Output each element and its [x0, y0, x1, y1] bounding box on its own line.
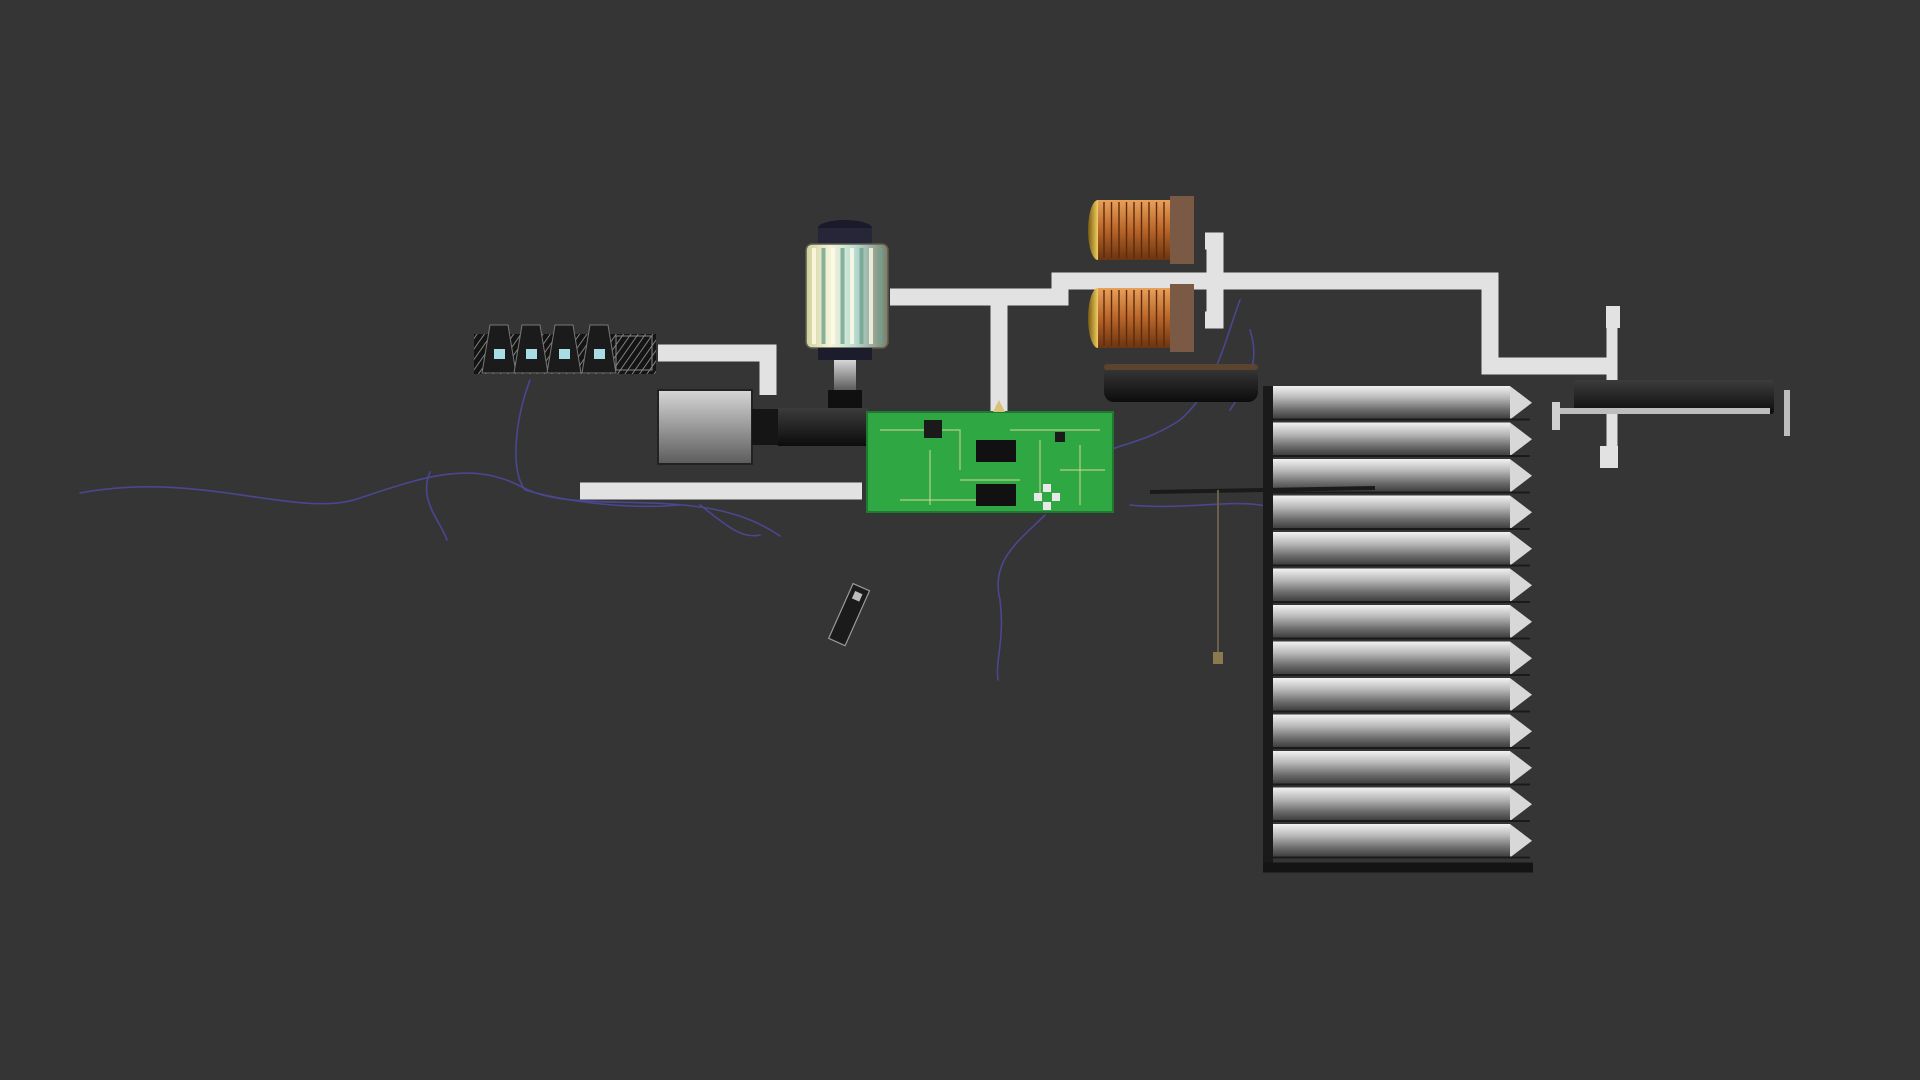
- rotor-assembly: [805, 220, 889, 408]
- rotor-slot: [869, 248, 873, 344]
- pcb-pad: [1043, 502, 1051, 510]
- heatsink-fin: [1270, 422, 1510, 456]
- pcb-connector-pin: [993, 400, 1005, 412]
- rotor-mount: [828, 390, 862, 408]
- signal-wires: [79, 299, 1361, 681]
- heatsink-base: [1263, 862, 1533, 873]
- probe-rod: [1149, 486, 1376, 664]
- clamp-post: [1552, 402, 1560, 430]
- heatsink-fin: [1270, 641, 1510, 675]
- pipe-cap: [1606, 306, 1620, 328]
- connector-led: [526, 349, 537, 359]
- coil-flange: [1170, 284, 1194, 352]
- lower-coil: [1088, 284, 1194, 352]
- rotor-slot: [831, 248, 835, 344]
- pipe-segment: [1215, 272, 1615, 375]
- heatsink-fin: [1270, 751, 1510, 785]
- wire-strand: [425, 471, 448, 541]
- heatsink-fin-tip: [1510, 422, 1532, 456]
- loose-chip: [827, 582, 871, 647]
- pcb-pad: [1043, 484, 1051, 492]
- heatsink-fin-tip: [1510, 386, 1532, 420]
- pcb-pad: [1052, 493, 1060, 501]
- pcb-pad: [1034, 493, 1042, 501]
- connector-block: [474, 324, 656, 374]
- pcb-chip: [976, 484, 1016, 506]
- heatsink-fin-tip: [1510, 714, 1532, 748]
- clamp-body: [1574, 380, 1774, 414]
- battery-body: [1104, 364, 1258, 402]
- heatsink-fin-tip: [1510, 751, 1532, 785]
- heatsink-fin: [1270, 824, 1510, 858]
- probe-shaft: [1149, 486, 1376, 494]
- heatsink-fin-tip: [1510, 678, 1532, 712]
- heatsink-fin-tip: [1510, 459, 1532, 493]
- heatsink-fin-tip: [1510, 641, 1532, 675]
- rotor-slot: [840, 248, 845, 344]
- heatsink-fin-tip: [1510, 824, 1532, 858]
- probe-tip: [1213, 652, 1223, 664]
- pipe-segment: [890, 232, 1224, 306]
- rotor-slot: [821, 248, 826, 344]
- battery-band: [1104, 364, 1258, 370]
- rotor-slot: [859, 248, 864, 344]
- motor-block: [657, 389, 868, 465]
- motor-shaft-collar: [752, 409, 778, 445]
- clamp-rail: [1560, 408, 1770, 414]
- pcb-chip: [976, 440, 1016, 462]
- chip-mark: [851, 591, 863, 602]
- heatsink-fin: [1270, 459, 1510, 493]
- heatsink-fin: [1270, 605, 1510, 639]
- rotor-spindle: [834, 360, 856, 390]
- upper-coil: [1088, 196, 1194, 264]
- connector-end: [615, 335, 653, 371]
- clamp-post: [1784, 390, 1790, 436]
- pcb-trace: [880, 429, 961, 470]
- heatsink-fin-tip: [1510, 495, 1532, 529]
- loose-chip-body: [827, 582, 871, 647]
- motor-shaft: [778, 408, 868, 446]
- wire-strand: [699, 504, 761, 537]
- heatsink-fin: [1270, 568, 1510, 602]
- battery-cylinder: [1104, 364, 1258, 402]
- pcb-chip: [924, 420, 942, 438]
- connector-led: [559, 349, 570, 359]
- wire-strand: [1109, 299, 1241, 451]
- clamp-bracket: [1552, 380, 1790, 436]
- rotor-slot: [850, 248, 854, 344]
- wire-strand: [79, 472, 781, 537]
- pcb-board: [866, 400, 1114, 513]
- wire-strand: [996, 514, 1046, 681]
- pcb-chip: [1055, 432, 1065, 442]
- heatsink-fin: [1270, 787, 1510, 821]
- pipe-network: [580, 232, 1620, 500]
- heatsink-fin: [1270, 714, 1510, 748]
- heatsink-stack: [1263, 386, 1533, 873]
- chip-package: [827, 582, 871, 647]
- rotor-cap-band: [818, 228, 872, 244]
- heatsink-fin: [1270, 532, 1510, 566]
- rotor-drum: [805, 243, 889, 349]
- rotor-slot: [812, 248, 816, 344]
- rotor-slot: [878, 248, 883, 344]
- motor-housing: [657, 389, 753, 465]
- heatsink-fin-tip: [1510, 787, 1532, 821]
- wire-strand: [515, 379, 681, 508]
- coil-flange: [1170, 196, 1194, 264]
- connector-led: [594, 349, 605, 359]
- heatsink-fin-tip: [1510, 568, 1532, 602]
- rotor-base-band: [818, 348, 872, 360]
- pipe-segment: [658, 344, 777, 395]
- heatsink-fin: [1270, 386, 1510, 420]
- heatsink-fin: [1270, 678, 1510, 712]
- pipe-segment: [1205, 281, 1224, 329]
- connector-led: [494, 349, 505, 359]
- heatsink-fin-tip: [1510, 605, 1532, 639]
- pipe-cap: [1600, 446, 1618, 468]
- heatsink-spine: [1263, 386, 1273, 871]
- heatsink-fin: [1270, 495, 1510, 529]
- heatsink-fin-tip: [1510, 532, 1532, 566]
